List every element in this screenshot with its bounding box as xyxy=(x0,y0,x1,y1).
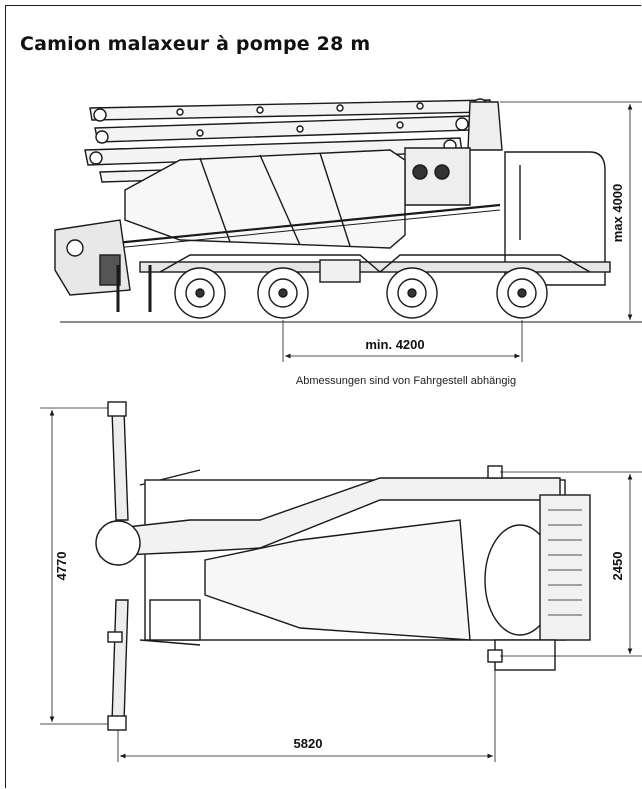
page-title: Camion malaxeur à pompe 28 m xyxy=(20,33,371,55)
chassis-frame xyxy=(139,254,611,283)
wheel-4 xyxy=(496,267,548,319)
wheels xyxy=(174,267,548,319)
top-outriggers xyxy=(107,401,201,731)
length-dimension-label: 5820 xyxy=(294,736,323,751)
wheelbase-dimension-label: min. 4200 xyxy=(365,337,424,352)
top-cab xyxy=(539,494,591,641)
boom-tower xyxy=(404,101,503,206)
top-view xyxy=(40,401,642,762)
rear-pump-unit xyxy=(54,219,131,296)
side-view xyxy=(54,98,642,362)
top-turret xyxy=(95,520,141,566)
width-dimension-label: 2450 xyxy=(610,552,625,581)
wheel-1 xyxy=(174,267,226,319)
wheel-3 xyxy=(386,267,438,319)
page-frame xyxy=(5,5,641,788)
delivery-pipe xyxy=(94,203,501,247)
top-mixer-drum xyxy=(204,519,471,641)
truck-cab xyxy=(504,151,606,286)
wheel-2 xyxy=(257,267,309,319)
height-dimension-label: max 4000 xyxy=(610,184,625,243)
boom-joints xyxy=(89,98,488,165)
mixer-drum xyxy=(124,149,406,249)
chassis-note: Abmessungen sind von Fahrgestell abhängi… xyxy=(296,375,516,387)
outrigger-span-label: 4770 xyxy=(54,552,69,581)
